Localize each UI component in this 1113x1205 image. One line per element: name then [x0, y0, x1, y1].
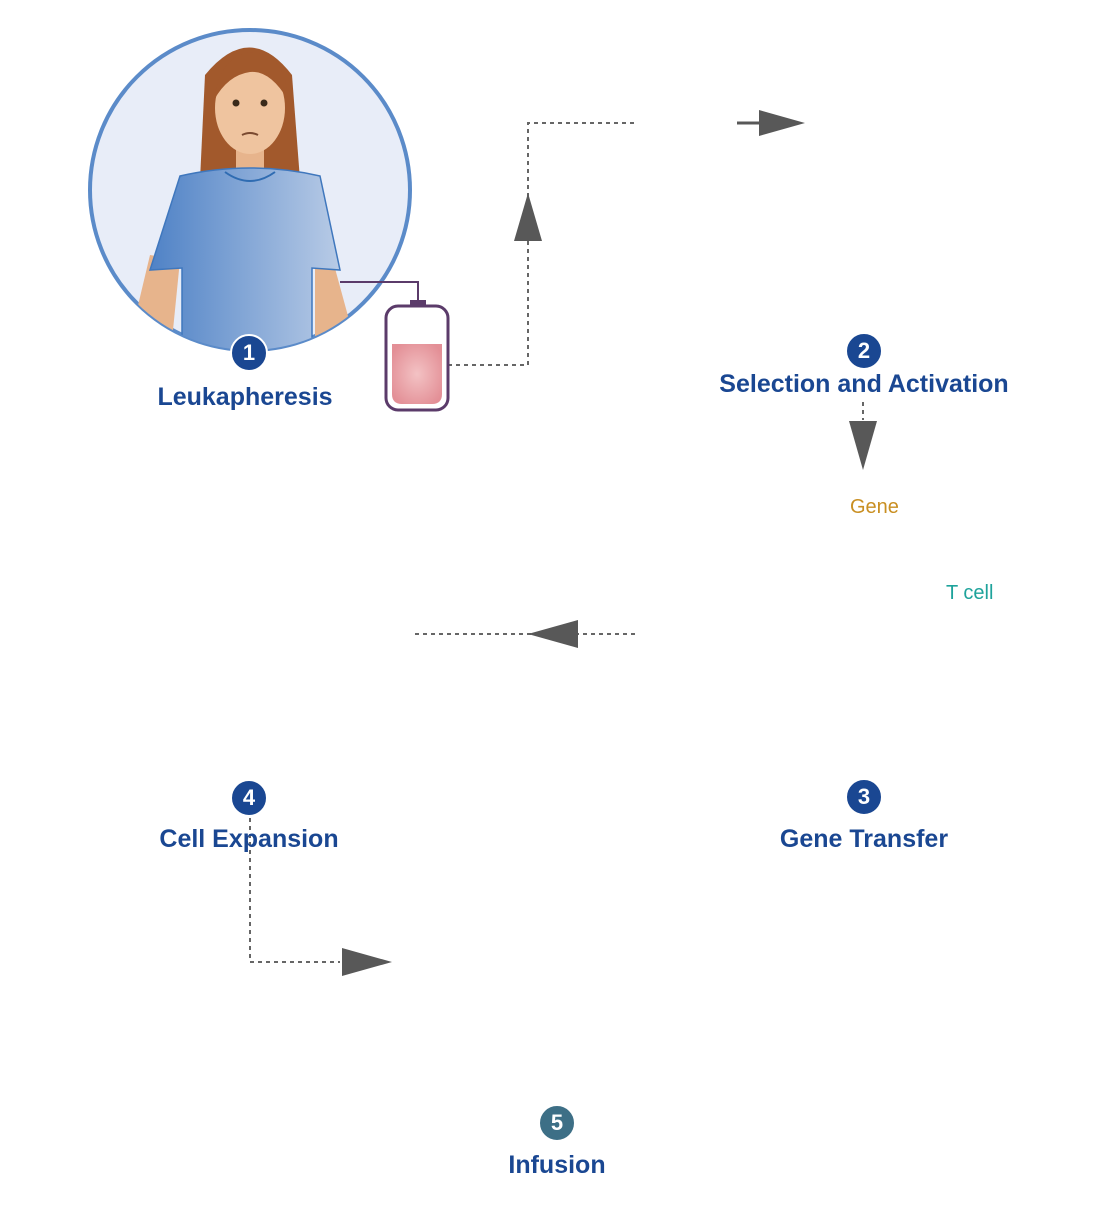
blood-bag-icon	[340, 281, 450, 412]
step-1-badge: 1	[230, 334, 268, 372]
step-1-label: Leukapheresis	[157, 383, 333, 411]
step-1-circle	[88, 28, 412, 352]
process-connectors	[249, 122, 864, 963]
arrowhead-right	[342, 948, 392, 976]
connector-4-to-5	[249, 818, 340, 963]
step-4-label: Cell Expansion	[159, 825, 339, 853]
gene-annotation: Gene	[850, 496, 899, 518]
connector-1-to-2	[448, 122, 635, 366]
step-3-badge: 3	[845, 778, 883, 816]
step-4-badge: 4	[230, 779, 268, 817]
arrowhead-left	[528, 620, 578, 648]
step-5-label: Infusion	[508, 1151, 606, 1179]
step-2-badge: 2	[845, 332, 883, 370]
arrowhead-up	[514, 193, 542, 241]
arrowhead-down	[849, 421, 877, 470]
step-3-label: Gene Transfer	[779, 825, 949, 853]
process-arrowheads	[342, 110, 877, 976]
step-5-badge: 5	[538, 1104, 576, 1142]
t-cell-annotation: T cell	[946, 582, 994, 604]
step-2-label: Selection and Activation	[719, 370, 1009, 398]
